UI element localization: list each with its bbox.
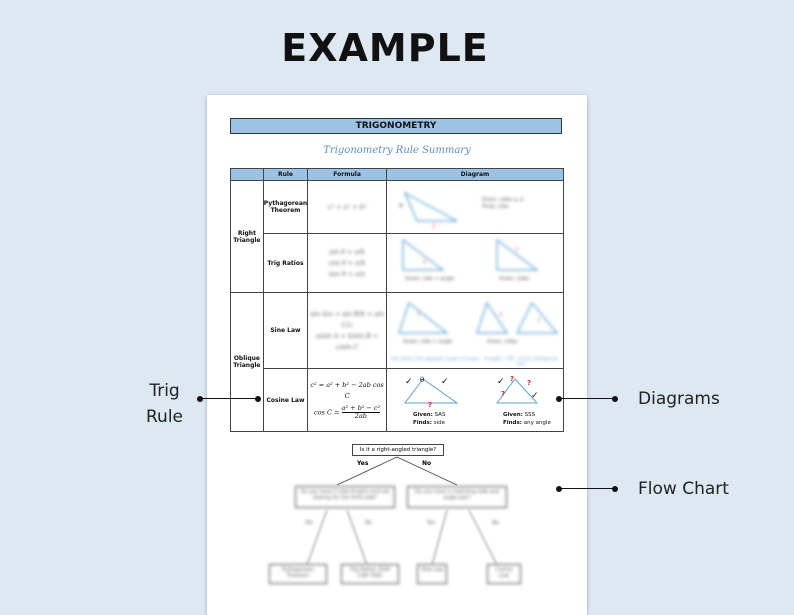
flowchart-leaf-cosine: Cosine Law xyxy=(487,564,521,584)
svg-text:a: a xyxy=(399,202,403,209)
document-subtitle: Trigonometry Rule Summary xyxy=(323,145,471,156)
table-row: Right Triangle Pythagorean Theorem c² = … xyxy=(230,180,564,293)
svg-text:?: ? xyxy=(499,312,502,319)
table-header-row: Rule Formula Diagram xyxy=(230,168,564,181)
table-row: Cosine Law c² = a² + b² − 2ab cos C cos … xyxy=(231,368,564,432)
sine-foot-b: If angle < 90°, check ambiguous case xyxy=(484,357,558,367)
check-icon: ✓ xyxy=(405,377,413,387)
check-icon: ✓ xyxy=(497,377,505,387)
svg-text:?: ? xyxy=(423,259,426,266)
formula-pythagorean: c² = a² + b² xyxy=(307,180,387,234)
callout-dot xyxy=(556,396,562,402)
rule-trig-ratios: Trig Ratios xyxy=(262,233,309,293)
callout-trig-rule: Trig Rule xyxy=(146,381,184,427)
flowchart-leaf-sine: Sine Law xyxy=(417,564,447,584)
question-mark-icon: ? xyxy=(510,375,515,383)
trig-note-b: Given: sides xyxy=(499,276,530,282)
svg-text:?: ? xyxy=(537,318,540,325)
sss-caption: Given: SSS Finds: any angle xyxy=(503,412,551,426)
callout-dot xyxy=(197,396,203,402)
sas-caption: Given: SAS Finds: side xyxy=(413,412,446,426)
callout-flow-chart: Flow Chart xyxy=(638,479,729,499)
callout-diagrams: Diagrams xyxy=(638,389,720,409)
flowchart-yes-2: Yes xyxy=(305,520,314,526)
flowchart-left-question: Do you have 2 side lengths and are looki… xyxy=(295,486,395,508)
group-right-triangle: Right Triangle xyxy=(230,180,264,293)
header-formula: Formula xyxy=(307,168,387,181)
trig-ratio-diagrams: ? ? xyxy=(402,238,539,271)
callout-line-flow-chart xyxy=(559,488,617,489)
flowchart-leaf-trig: Trig Ratios (SOH CAH TOA) xyxy=(341,564,399,584)
diagram-trig-ratios: ? ? Given: side + angle Given: sides xyxy=(386,233,564,293)
sine-note-b: Given: sides xyxy=(487,339,518,345)
flowchart-no-2: No xyxy=(365,520,372,526)
rules-table: Rule Formula Diagram Right Triangle Pyth… xyxy=(230,168,564,432)
callout-dot xyxy=(612,396,618,402)
question-mark-icon: ? xyxy=(501,390,506,398)
table-row: Oblique Triangle Sine Law sin A/a = sin … xyxy=(230,292,564,432)
diagram-sine-law: ? ? ? Given: side + angle Given: sides U… xyxy=(386,292,564,369)
flowchart-yes: Yes xyxy=(357,460,369,467)
header-rule: Rule xyxy=(262,168,309,181)
diagram-cosine-law: θ ✓ ✓ ? ✓ ? ? ? ✓ Given: SAS Finds: side… xyxy=(386,368,564,432)
group-oblique-triangle: Oblique Triangle xyxy=(230,292,264,432)
header-diagram: Diagram xyxy=(386,168,564,181)
cosine-formula-1: c² = a² + b² − 2ab cos C xyxy=(310,381,384,400)
callout-line-trig-rule xyxy=(200,398,258,399)
flowchart-no: No xyxy=(422,460,432,467)
rule-pythagorean: Pythagorean Theorem xyxy=(262,180,309,234)
document-page: TRIGONOMETRY Trigonometry Rule Summary R… xyxy=(207,95,587,615)
flowchart-connectors xyxy=(306,456,498,566)
sine-law-diagrams: ? ? ? xyxy=(398,301,559,334)
flowchart-no-3: No xyxy=(492,520,499,526)
pyth-note-b: Finds: side xyxy=(482,204,509,210)
flowchart-yes-3: Yes xyxy=(427,520,436,526)
rule-cosine-law: Cosine Law xyxy=(262,368,309,432)
document-title: TRIGONOMETRY xyxy=(230,118,562,134)
pyth-note-a: Given: sides a, b xyxy=(482,197,524,203)
flow-chart: Is it a right-angled triangle? Yes No Do… xyxy=(207,440,587,615)
flowchart-leaf-pythagorean: Pythagorean Theorem xyxy=(269,564,327,584)
callout-dot xyxy=(612,486,618,492)
rule-sine-law: Sine Law xyxy=(262,292,309,369)
callout-line-diagrams xyxy=(559,398,617,399)
trig-note-a: Given: side + angle xyxy=(405,276,455,282)
check-icon: ✓ xyxy=(531,391,539,401)
flowchart-right-question: Do you have a matching side and angle pa… xyxy=(407,486,507,508)
svg-text:?: ? xyxy=(432,224,435,231)
question-mark-icon: ? xyxy=(428,401,433,409)
callout-dot xyxy=(255,396,261,402)
question-mark-icon: ? xyxy=(527,379,532,387)
svg-text:?: ? xyxy=(417,312,420,319)
check-icon: ✓ xyxy=(441,377,449,387)
sine-note-a: Given: side + angle xyxy=(403,339,453,345)
cosine-law-diagrams xyxy=(404,378,539,404)
header-group xyxy=(230,168,264,181)
svg-text:?: ? xyxy=(515,247,518,254)
sine-foot-a: Use when side opposite angle is known xyxy=(391,357,480,362)
formula-cosine-law: c² = a² + b² − 2ab cos C cos C = a² + b²… xyxy=(307,368,387,432)
pythagorean-triangle-diagram: a ? xyxy=(399,191,458,231)
callout-dot xyxy=(556,486,562,492)
diagram-pythagorean: a ? Given: sides a, b Finds: side xyxy=(386,180,564,234)
flowchart-question: Is it a right-angled triangle? xyxy=(352,444,444,456)
headline: EXAMPLE xyxy=(281,26,489,70)
theta-label: θ xyxy=(420,376,425,384)
